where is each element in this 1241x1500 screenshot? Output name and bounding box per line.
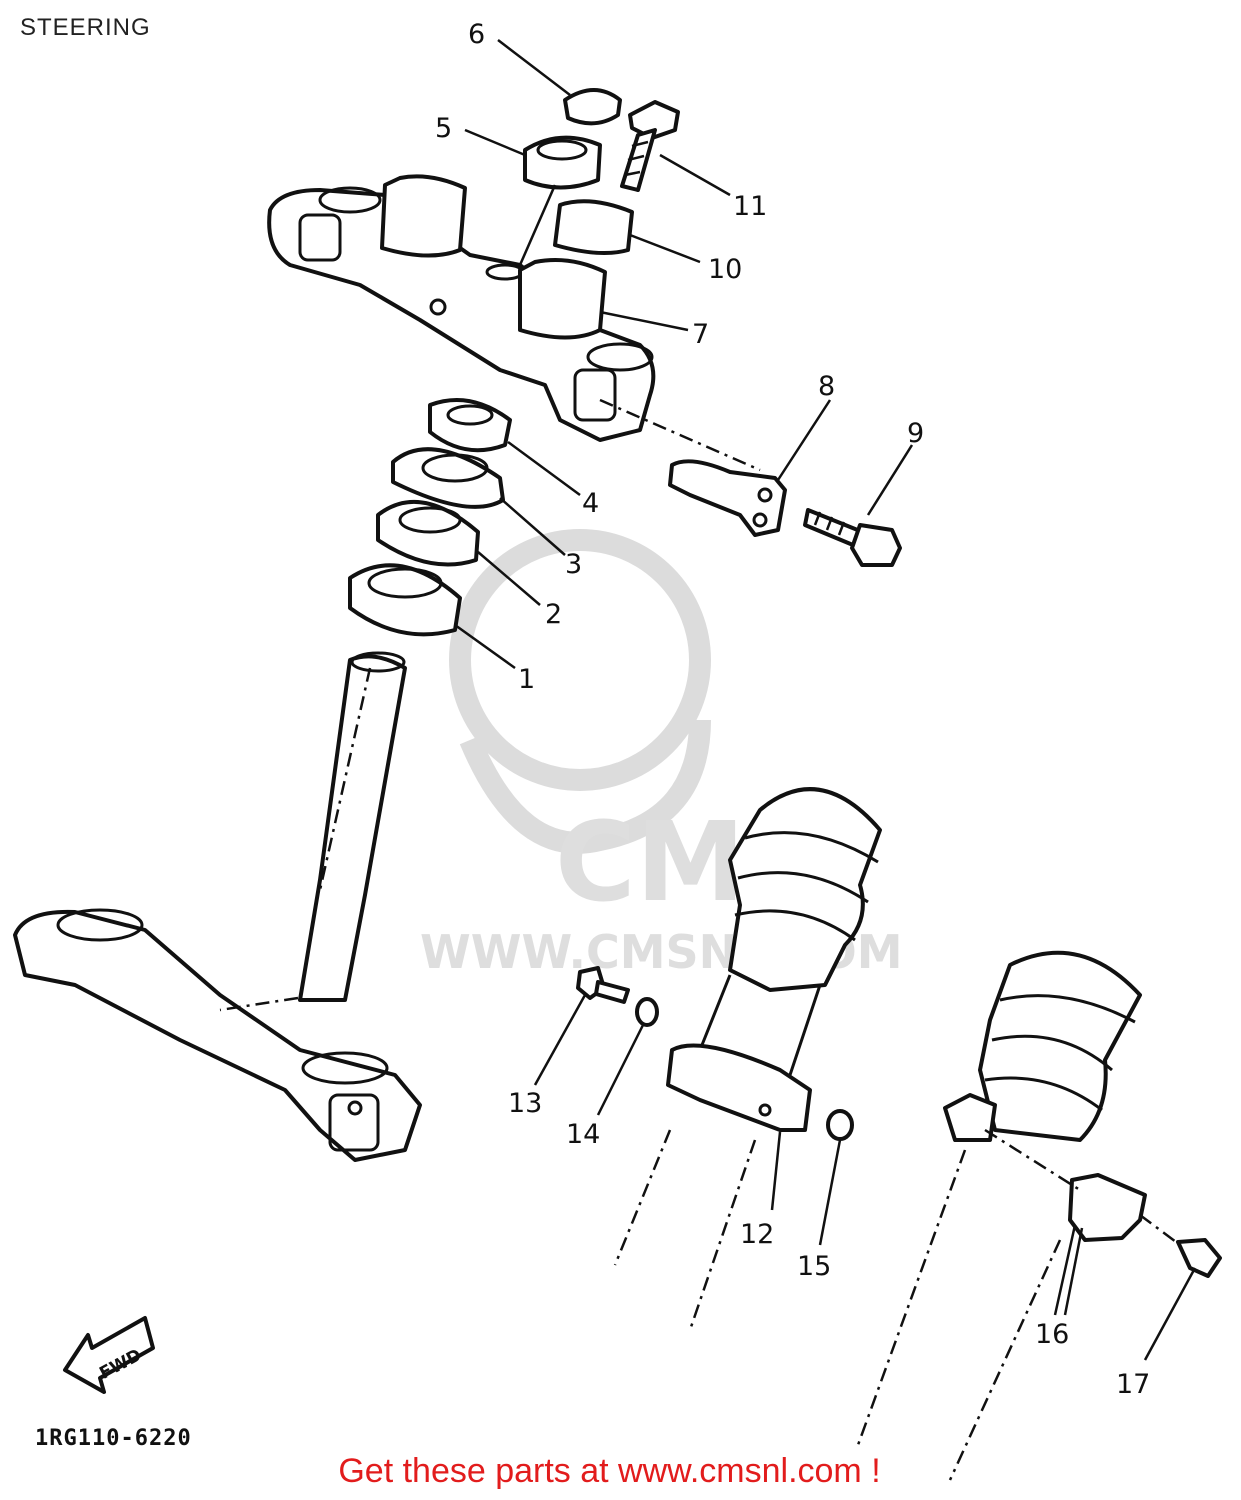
callout-14: 14 [566, 1119, 600, 1150]
page-title: STEERING [20, 14, 151, 41]
callout-10: 10 [708, 254, 742, 285]
handlebar-holder-cap [553, 199, 634, 255]
fork-boot-right [978, 950, 1142, 1142]
bearing-cover [391, 447, 505, 509]
leader-lines [454, 39, 1197, 1361]
callout-1: 1 [518, 664, 535, 695]
forward-arrow-icon: FWD [63, 1316, 155, 1394]
handlebar-bolt [620, 100, 680, 192]
callout-12: 12 [740, 1219, 774, 1250]
assembly-guide-lines [219, 398, 1181, 1481]
handlebar-holder-lower [518, 258, 607, 340]
callout-15: 15 [797, 1251, 831, 1282]
callout-2: 2 [545, 599, 562, 630]
fork-boot-left [698, 787, 882, 1076]
callout-16: 16 [1035, 1319, 1069, 1350]
handlebar-holder-upper-left [380, 174, 467, 258]
callout-numbers: 6 5 11 10 7 8 9 4 3 2 1 13 14 12 15 16 1… [435, 19, 1150, 1400]
lower-bracket [13, 908, 422, 1162]
footer-link-text: Get these parts at www.cmsnl.com ! [338, 1452, 881, 1490]
footer-parts-link[interactable]: Get these parts at www.cmsnl.com ! [0, 1452, 1241, 1491]
brake-hose-guide [943, 1093, 1147, 1242]
steering-stem-cap [563, 88, 622, 126]
callout-17: 17 [1116, 1369, 1150, 1400]
bearing-race [348, 563, 462, 637]
pinch-clamp [668, 459, 787, 537]
clamp-bolt [576, 966, 630, 1004]
crown-nut [523, 135, 602, 190]
callout-4: 4 [582, 488, 599, 519]
callout-3: 3 [565, 549, 582, 580]
pinch-bolt [803, 508, 902, 567]
callout-8: 8 [818, 371, 835, 402]
guide-screw [1176, 1238, 1222, 1278]
upper-bearing [376, 499, 480, 567]
callout-7: 7 [692, 319, 709, 350]
callout-13: 13 [508, 1088, 542, 1119]
callout-11: 11 [733, 191, 767, 222]
callout-9: 9 [907, 418, 924, 449]
clamp-nut [826, 1109, 854, 1141]
ring-nut [428, 398, 512, 453]
drawing-code: 1RG110-6220 [35, 1426, 192, 1451]
washer [635, 997, 659, 1027]
callout-6: 6 [468, 19, 485, 50]
fork-cover-clamp [666, 1043, 812, 1132]
callout-5: 5 [435, 113, 452, 144]
upper-bracket [267, 186, 656, 442]
steering-stem [298, 651, 407, 1002]
